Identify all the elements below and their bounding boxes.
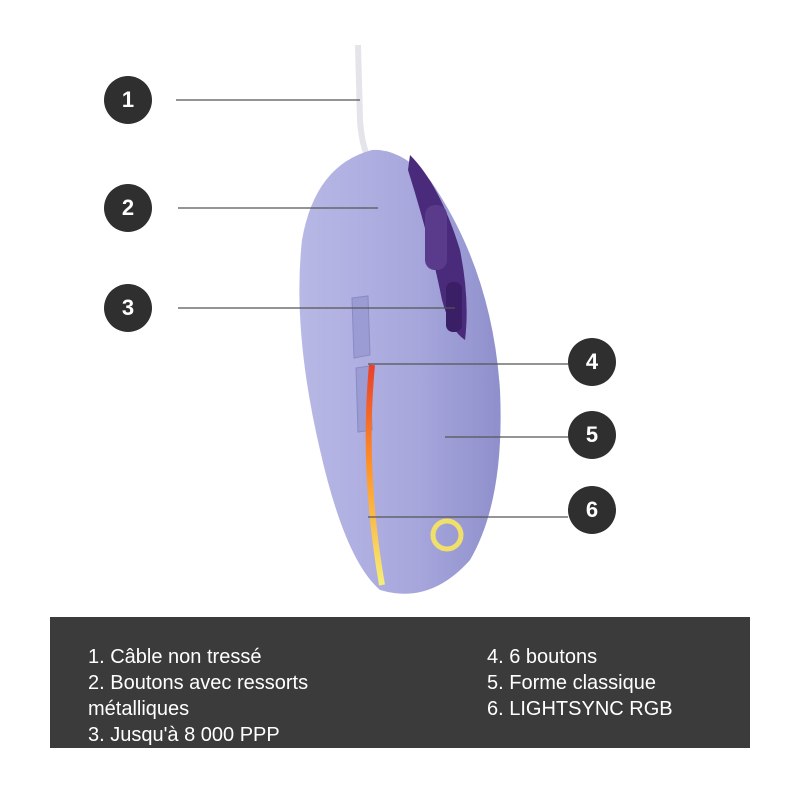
dpi-button [446, 282, 462, 332]
callout-5: 5 [568, 411, 616, 459]
legend-right: 4. 6 boutons 5. Forme classique 6. LIGHT… [487, 644, 673, 722]
callout-2: 2 [104, 184, 152, 232]
callout-3: 3 [104, 284, 152, 332]
legend-item: 1. Câble non tressé [88, 646, 262, 668]
cable [355, 44, 375, 167]
legend-item: 5. Forme classique [487, 672, 656, 694]
legend-item: métalliques [88, 698, 190, 720]
callout-1: 1 [104, 76, 152, 124]
callout-6: 6 [568, 486, 616, 534]
callout-4: 4 [568, 338, 616, 386]
feature-legend: 1. Câble non tressé 2. Boutons avec ress… [50, 617, 750, 748]
legend-item: 3. Jusqu'à 8 000 PPP [88, 724, 280, 746]
legend-item: 4. 6 boutons [487, 646, 598, 668]
legend-left: 1. Câble non tressé 2. Boutons avec ress… [88, 644, 308, 748]
legend-item: 6. LIGHTSYNC RGB [487, 698, 673, 720]
legend-item: 2. Boutons avec ressorts [88, 672, 309, 694]
scroll-wheel [425, 205, 447, 270]
logo-g [430, 518, 464, 552]
callout-lines [176, 99, 568, 518]
led-strip [365, 364, 385, 586]
mouse-body [299, 149, 501, 594]
